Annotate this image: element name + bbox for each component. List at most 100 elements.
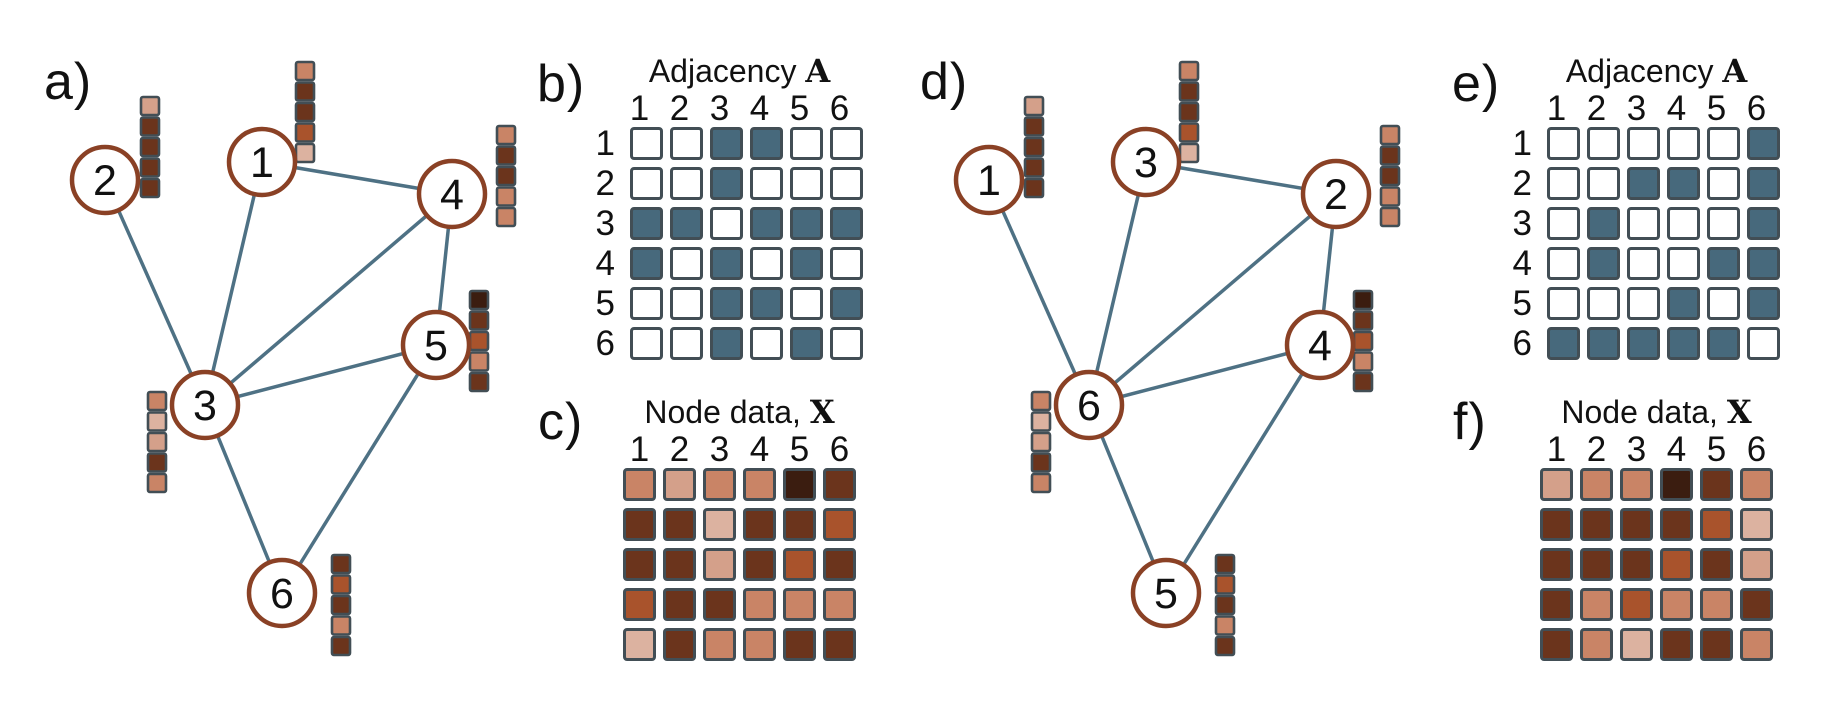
matrix-cell xyxy=(1547,127,1580,160)
matrix-row-header: 3 xyxy=(1512,204,1532,243)
feature-square xyxy=(468,330,490,352)
graph-edge xyxy=(203,192,454,407)
matrix-col-header: 5 xyxy=(1706,430,1727,469)
matrix-row-header: 2 xyxy=(595,164,615,203)
matrix-cell xyxy=(1627,287,1660,320)
matrix-col-header: 4 xyxy=(1666,89,1687,128)
matrix-row: 3 xyxy=(1500,204,1780,243)
panel-label-f: f) xyxy=(1453,393,1487,451)
feature-square xyxy=(1030,411,1052,432)
matrix-cell xyxy=(1660,628,1693,661)
feature-square xyxy=(495,124,517,146)
matrix-cell xyxy=(1740,508,1773,541)
matrix-cell xyxy=(623,628,656,661)
matrix-cell xyxy=(743,588,776,621)
feature-square xyxy=(139,177,161,199)
matrix-col-header: 1 xyxy=(629,430,650,469)
feature-square xyxy=(1178,101,1200,123)
matrix-cell xyxy=(670,247,703,280)
matrix-col-header: 5 xyxy=(789,89,810,128)
feature-square xyxy=(1178,122,1200,143)
matrix-title-text: Node data, xyxy=(644,394,810,430)
matrix-body xyxy=(583,468,856,661)
matrix-cell xyxy=(790,287,823,320)
matrix-cell xyxy=(1540,628,1573,661)
matrix-cell xyxy=(710,127,743,160)
matrix-col-header: 2 xyxy=(669,89,690,128)
matrix-cell xyxy=(1587,127,1620,160)
matrix-cell xyxy=(1747,127,1780,160)
matrix-cell xyxy=(1580,468,1613,501)
feature-square xyxy=(330,594,352,616)
matrix-row: 4 xyxy=(1500,246,1780,281)
matrix-cell xyxy=(623,548,656,581)
matrix-title-text: Adjacency xyxy=(1565,53,1723,89)
matrix-cell xyxy=(1547,207,1580,240)
matrix-cell xyxy=(1547,247,1580,280)
feature-square xyxy=(330,635,352,657)
matrix-cell xyxy=(1540,468,1573,501)
matrix-cell xyxy=(1627,127,1660,160)
matrix-title-symbol: A xyxy=(1722,52,1748,90)
matrix-row-header: 6 xyxy=(1512,324,1532,363)
feature-square xyxy=(468,289,490,311)
graph-node xyxy=(953,144,1025,216)
feature-square xyxy=(495,186,517,207)
matrix-cell xyxy=(630,167,663,200)
matrix-col-header: 6 xyxy=(1746,89,1767,128)
feature-square xyxy=(1214,553,1236,575)
graph-node xyxy=(1053,369,1125,441)
matrix-cell xyxy=(623,508,656,541)
matrix-cell xyxy=(823,628,856,661)
matrix-cell xyxy=(1660,588,1693,621)
matrix-title-text: Node data, xyxy=(1561,394,1727,430)
matrix-row: 4 xyxy=(583,246,863,281)
feature-square xyxy=(330,574,352,595)
feature-square xyxy=(1214,594,1236,616)
matrix-cell xyxy=(790,327,823,360)
matrix-cell xyxy=(710,247,743,280)
matrix-cell xyxy=(750,207,783,240)
matrix-cell xyxy=(743,508,776,541)
matrix-col-header: 1 xyxy=(1546,430,1567,469)
matrix-col-header: 2 xyxy=(1586,89,1607,128)
matrix-cell xyxy=(1667,327,1700,360)
matrix-cell xyxy=(1627,207,1660,240)
matrix-cell xyxy=(1747,327,1780,360)
graph-node-label: 1 xyxy=(250,139,274,187)
feature-square xyxy=(1379,165,1401,187)
matrix-row xyxy=(1540,548,1773,581)
feature-square xyxy=(139,157,161,178)
matrix-cell xyxy=(1620,508,1653,541)
graph-node xyxy=(1130,557,1202,629)
feature-square xyxy=(1030,472,1052,494)
matrix-cell xyxy=(1667,127,1700,160)
graph-edge xyxy=(103,179,207,406)
matrix-cell xyxy=(630,127,663,160)
graph-node xyxy=(246,557,318,629)
matrix-row: 5 xyxy=(1500,286,1780,321)
feature-square xyxy=(146,411,168,432)
matrix-cell xyxy=(1707,127,1740,160)
matrix-col-header: 6 xyxy=(1746,430,1767,469)
matrix-cell xyxy=(1740,628,1773,661)
matrix-cell xyxy=(783,628,816,661)
graph-node-label: 5 xyxy=(424,322,448,370)
matrix-row xyxy=(623,468,856,501)
matrix-cell xyxy=(783,468,816,501)
matrix-row: 2 xyxy=(583,164,863,203)
matrix-row-header: 1 xyxy=(595,124,615,163)
matrix-cell xyxy=(1740,548,1773,581)
matrix-col-header: 6 xyxy=(829,430,850,469)
matrix-row xyxy=(623,548,856,581)
matrix-cell xyxy=(823,588,856,621)
matrix-cell xyxy=(1620,588,1653,621)
matrix-col-header: 2 xyxy=(669,430,690,469)
graph-node xyxy=(226,126,298,198)
matrix-row xyxy=(1540,508,1773,541)
feature-square xyxy=(1178,60,1200,82)
matrix-title-text: Adjacency xyxy=(648,53,806,89)
